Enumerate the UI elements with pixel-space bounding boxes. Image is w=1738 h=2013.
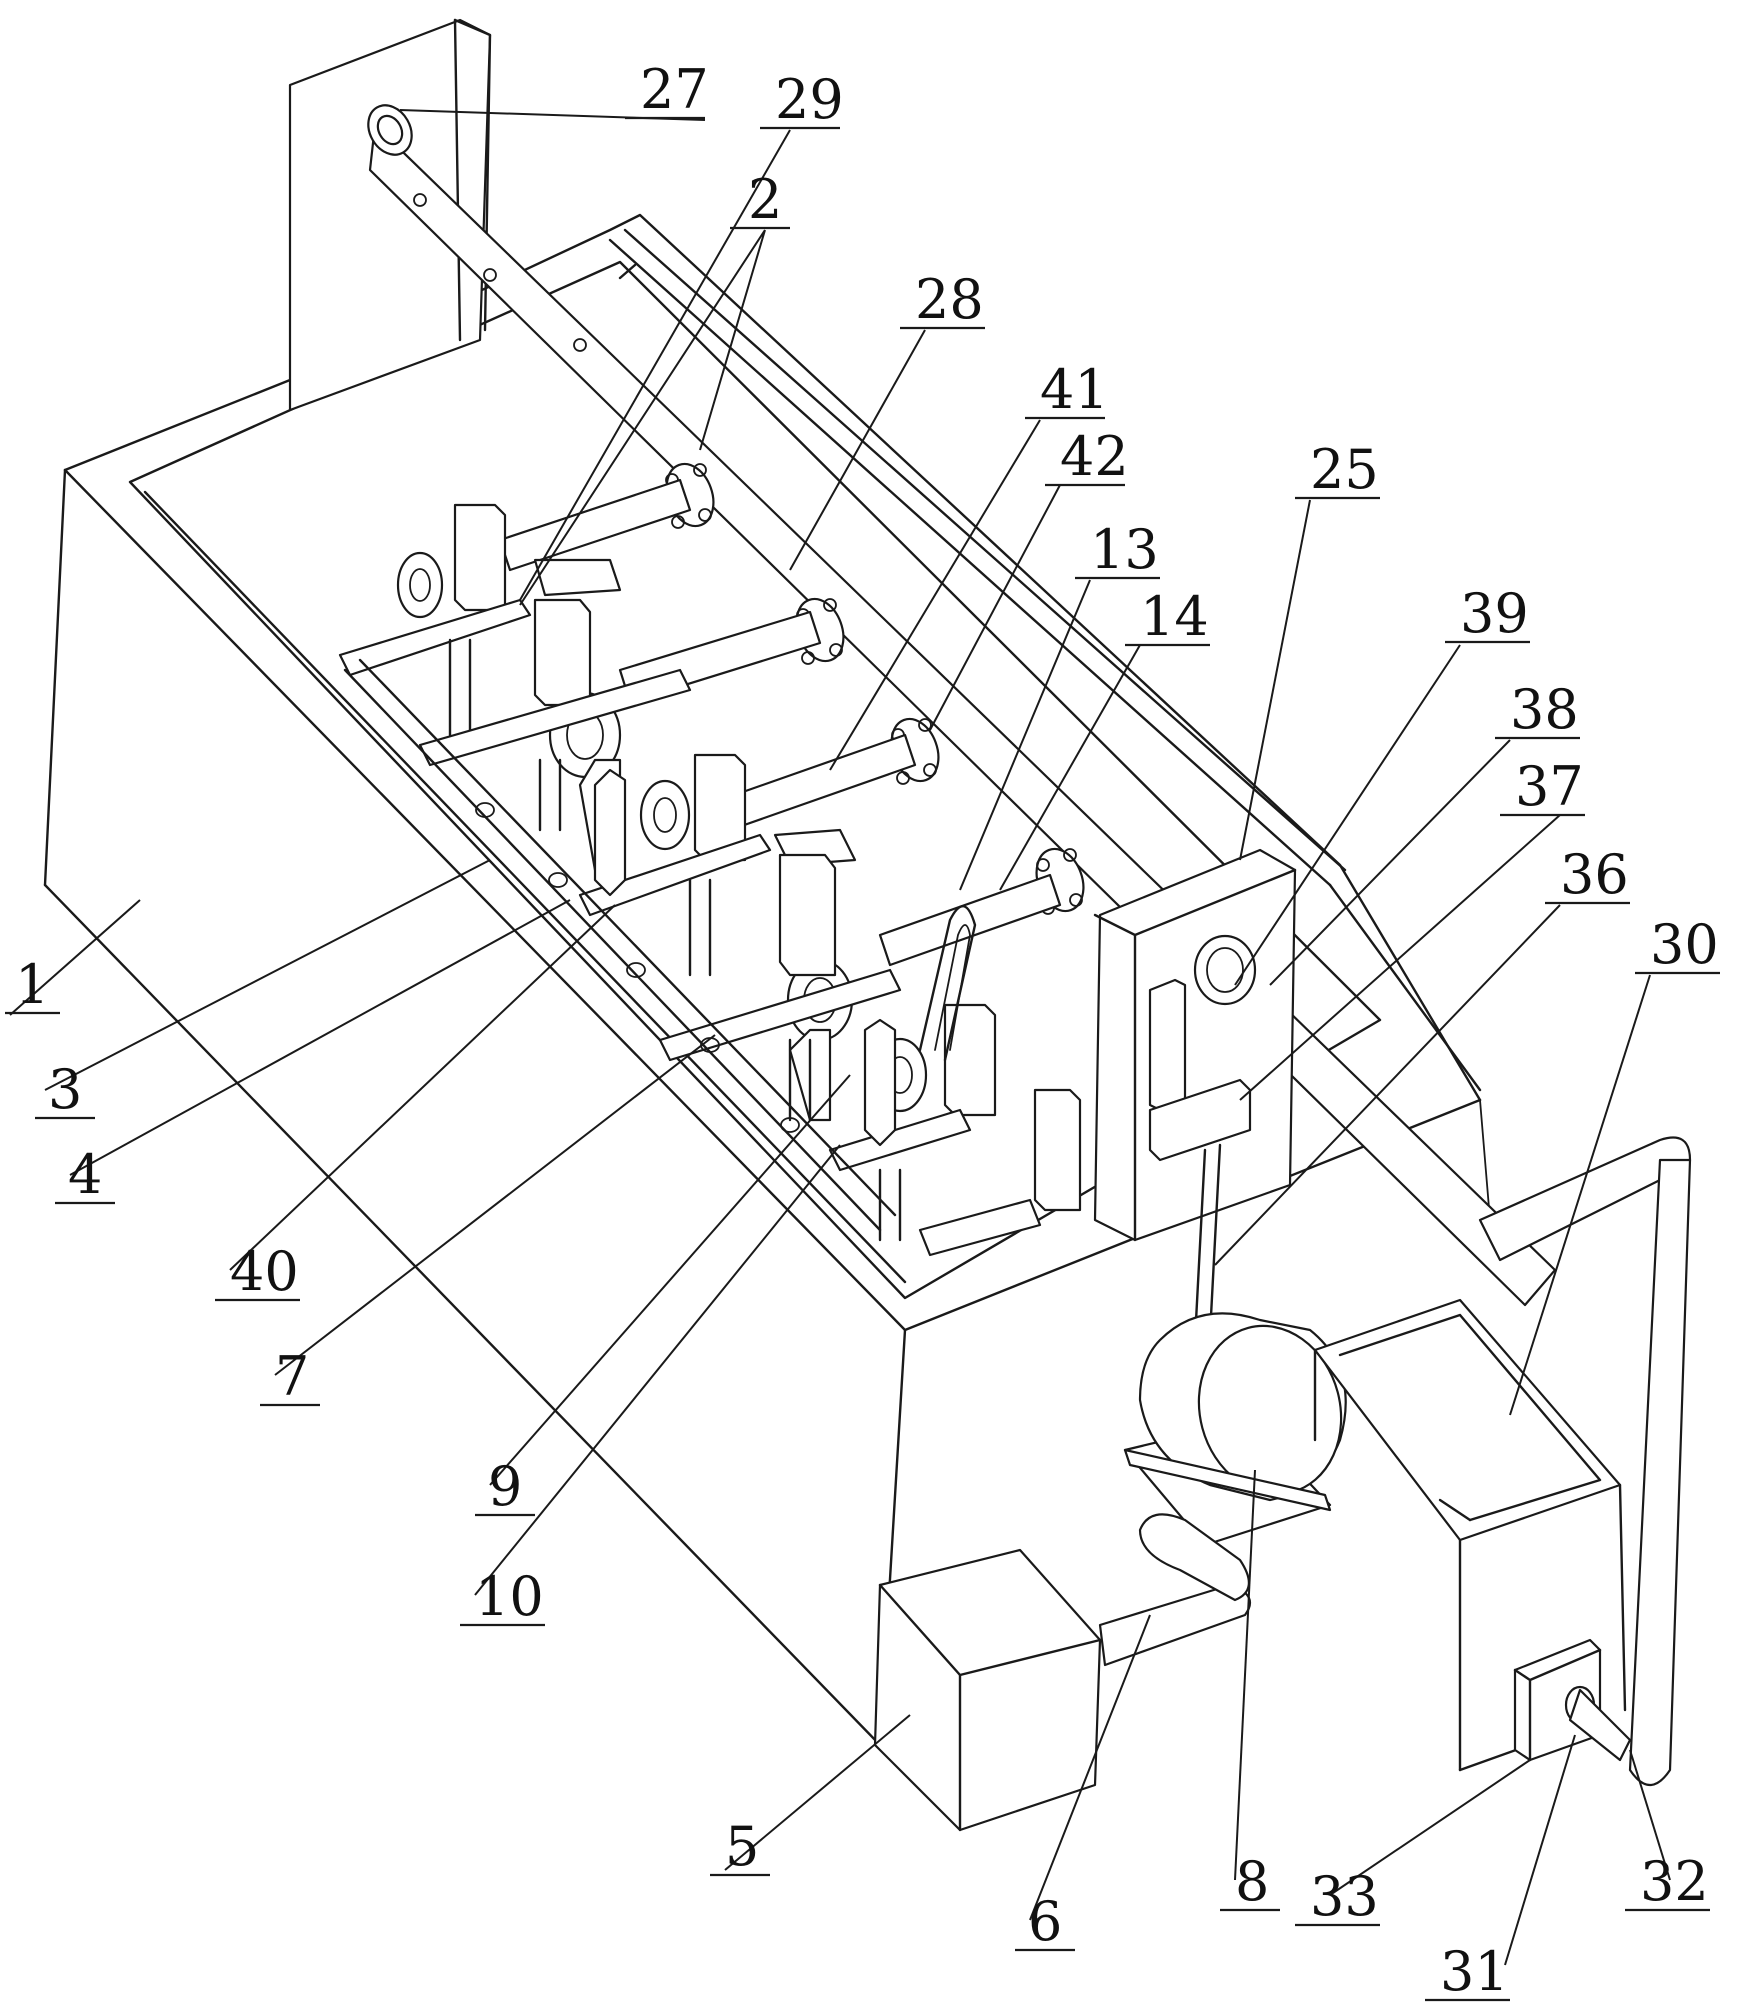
svg-text:14: 14 [1140,585,1209,648]
label-9: 9 [475,1455,535,1518]
roller-assembly-3 [578,717,940,977]
label-14: 14 [1125,585,1210,648]
svg-text:41: 41 [1040,358,1109,421]
label-42: 42 [1045,425,1129,488]
label-31: 31 [1425,1940,1510,2003]
svg-text:4: 4 [68,1143,102,1206]
label-5: 5 [710,1815,770,1878]
label-3: 3 [35,1058,95,1121]
label-13: 13 [1075,518,1160,581]
vertical-rod [1193,1143,1222,1342]
svg-text:38: 38 [1510,678,1579,741]
label-41: 41 [1025,358,1109,421]
svg-text:29: 29 [775,68,844,131]
end-frame [1093,848,1297,1242]
svg-text:9: 9 [488,1455,522,1518]
label-28: 28 [900,268,985,331]
svg-text:1: 1 [15,953,49,1016]
tank-body [43,213,1491,1747]
label-32: 32 [1625,1850,1710,1913]
svg-text:5: 5 [725,1815,759,1878]
svg-text:28: 28 [915,268,984,331]
part-labels: 27 29 2 28 41 42 13 14 25 39 38 37 36 30… [5,58,1720,2003]
valve [1513,1638,1632,1762]
svg-text:10: 10 [475,1565,544,1628]
label-29: 29 [760,68,844,131]
roller-assembly-4 [658,847,1085,1122]
pump-box [873,1548,1102,1832]
label-25: 25 [1295,438,1380,501]
roller-assembly-2 [418,597,845,872]
label-39: 39 [1445,582,1530,645]
label-8: 8 [1220,1850,1280,1913]
motor [1123,1312,1347,1552]
svg-text:3: 3 [48,1058,82,1121]
label-4: 4 [55,1143,115,1206]
svg-text:7: 7 [275,1345,309,1408]
label-37: 37 [1500,755,1585,818]
return-pipe [1478,1136,1692,1787]
label-27: 27 [625,58,709,121]
svg-text:39: 39 [1460,582,1529,645]
svg-text:13: 13 [1090,518,1159,581]
drive-belts [593,768,977,1147]
back-support-plate [288,18,492,412]
svg-text:42: 42 [1060,425,1129,488]
svg-text:6: 6 [1028,1890,1062,1953]
svg-text:32: 32 [1640,1850,1709,1913]
label-40: 40 [215,1240,300,1303]
svg-text:40: 40 [230,1240,299,1303]
svg-text:33: 33 [1310,1865,1379,1928]
roller-assembly-5 [828,1003,1082,1257]
label-6: 6 [1015,1890,1075,1953]
label-2: 2 [730,168,790,231]
svg-text:27: 27 [640,58,709,121]
roller-assembly-1 [338,462,715,742]
label-36: 36 [1545,843,1630,906]
label-30: 30 [1635,913,1720,976]
label-10: 10 [460,1565,545,1628]
leader-lines [9,109,1671,1966]
svg-text:2: 2 [748,168,782,231]
svg-text:25: 25 [1310,438,1379,501]
svg-text:30: 30 [1650,913,1719,976]
svg-text:36: 36 [1560,843,1629,906]
svg-text:37: 37 [1515,755,1584,818]
label-33: 33 [1295,1865,1380,1928]
water-tank [1313,1298,1627,1772]
label-7: 7 [260,1345,320,1408]
svg-text:8: 8 [1235,1850,1269,1913]
label-38: 38 [1495,678,1580,741]
label-1: 1 [5,953,60,1016]
svg-text:31: 31 [1440,1940,1509,2003]
